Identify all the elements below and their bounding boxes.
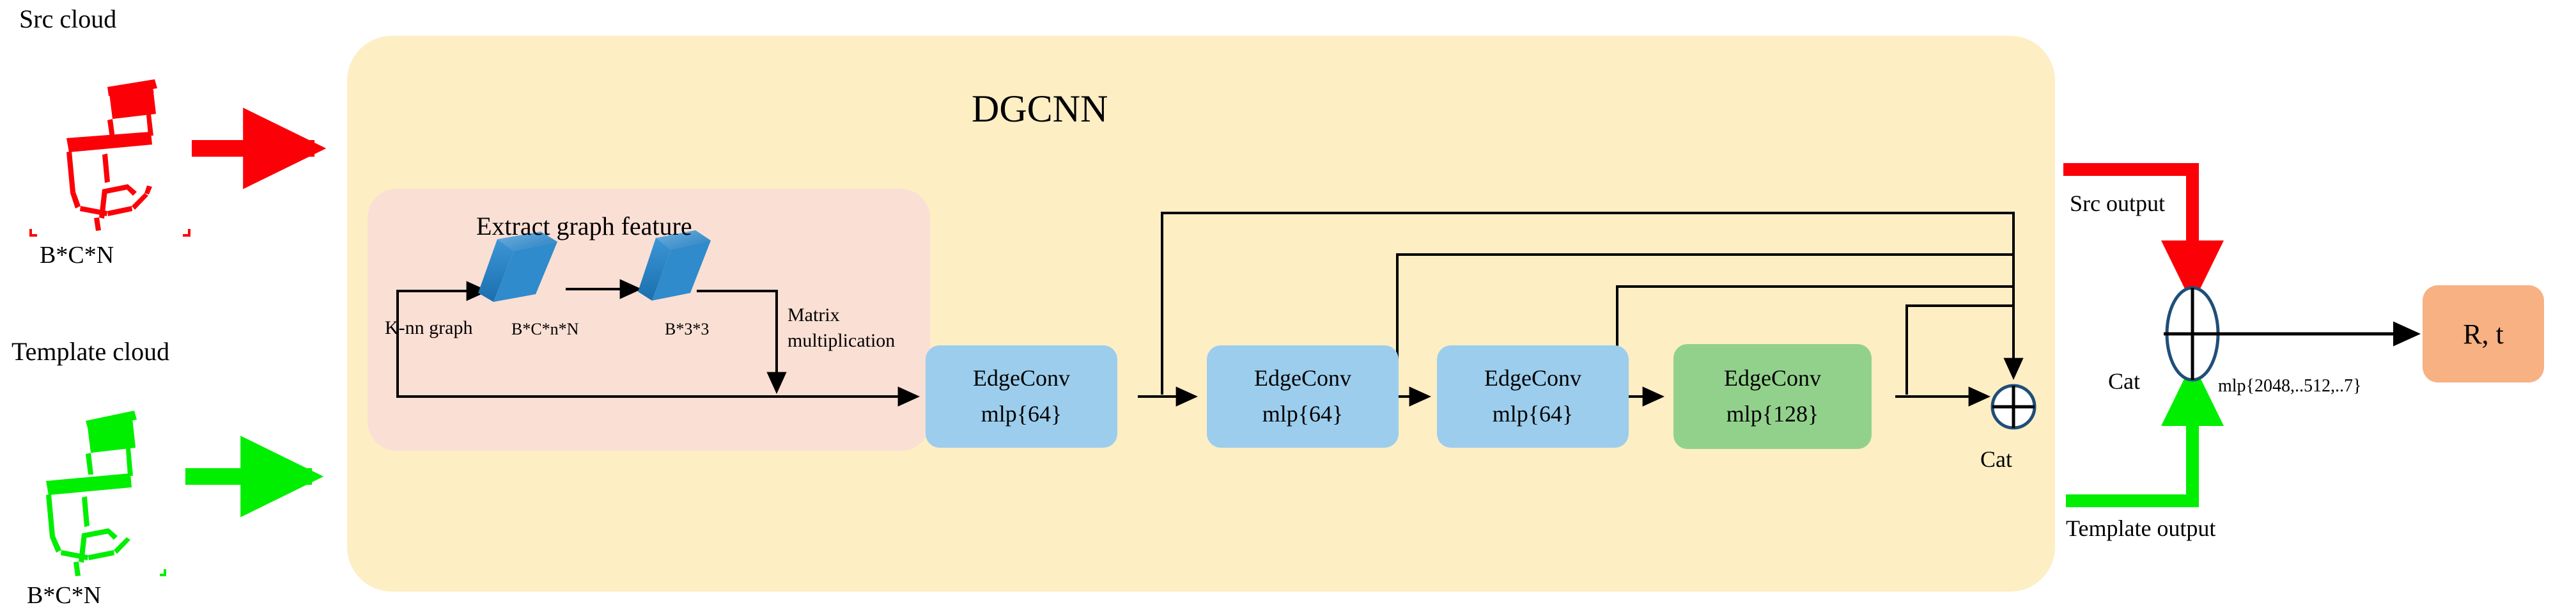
knn-graph-label: K-nn graph	[385, 317, 473, 338]
matrix-multiplication-label-2: multiplication	[788, 330, 896, 351]
template-cloud-dim: B*C*N	[27, 582, 102, 609]
matrix-multiplication-label-1: Matrix	[788, 304, 840, 326]
edgeconv-block-2[interactable]: EdgeConv mlp{64}	[1207, 345, 1399, 448]
src-output-path	[2063, 163, 2224, 304]
concat-outer-symbol	[2164, 286, 2221, 382]
src-output-label: Src output	[2070, 191, 2165, 216]
edgeconv-block-4-name: EdgeConv	[1724, 365, 1821, 391]
result-box[interactable]: R, t	[2423, 285, 2544, 382]
template-output-label: Template output	[2066, 516, 2216, 541]
edgeconv-block-3-name: EdgeConv	[1484, 365, 1581, 391]
dgcnn-title: DGCNN	[972, 88, 1108, 130]
src-cloud-dim: B*C*N	[40, 242, 114, 269]
src-point-cloud-icon	[29, 79, 190, 237]
extract-graph-feature-title: Extract graph feature	[476, 212, 692, 240]
edgeconv-block-1-name: EdgeConv	[973, 365, 1070, 391]
edgeconv-block-2-name: EdgeConv	[1254, 365, 1351, 391]
mlp-head-label: mlp{2048,..512,..7}	[2218, 376, 2362, 396]
edgeconv-block-4[interactable]: EdgeConv mlp{128}	[1673, 344, 1872, 449]
src-cloud-title: Src cloud	[19, 4, 117, 33]
result-label: R, t	[2463, 318, 2504, 350]
concat-outer-label: Cat	[2108, 368, 2140, 394]
template-cloud-title: Template cloud	[12, 337, 170, 366]
edgeconv-block-3-mlp: mlp{64}	[1492, 401, 1574, 427]
slab-b33-label: B*3*3	[665, 320, 710, 338]
edgeconv-block-4-mlp: mlp{128}	[1726, 401, 1819, 427]
slab-bcnn-label: B*C*n*N	[511, 320, 579, 338]
edgeconv-block-2-mlp: mlp{64}	[1262, 401, 1344, 427]
concat-inner-label: Cat	[1980, 446, 2012, 472]
edgeconv-block-1-mlp: mlp{64}	[981, 401, 1062, 427]
template-point-cloud-icon	[46, 411, 166, 576]
edgeconv-block-3[interactable]: EdgeConv mlp{64}	[1437, 345, 1629, 448]
edgeconv-block-1[interactable]: EdgeConv mlp{64}	[926, 345, 1117, 448]
